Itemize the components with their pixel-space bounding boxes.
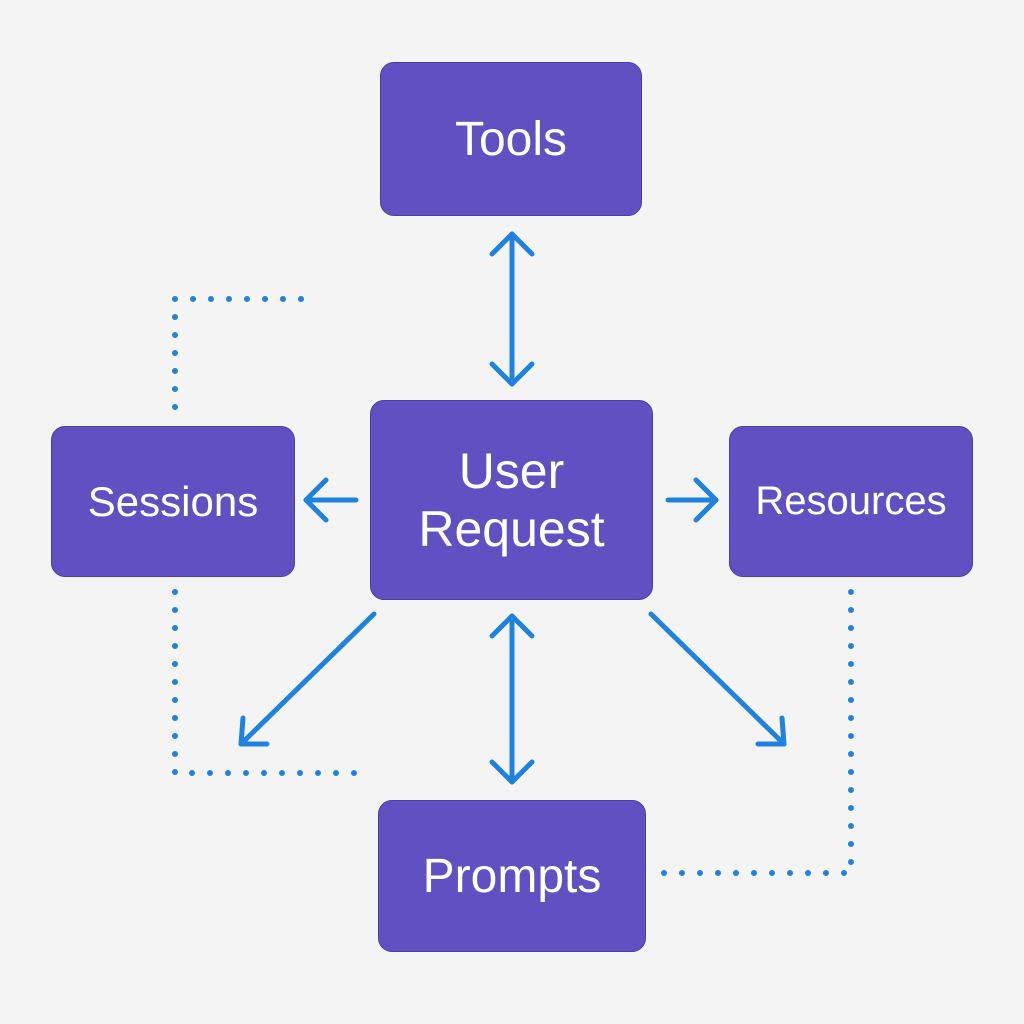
prompts-label: Prompts [422,849,602,903]
sessions-node[interactable]: Sessions [51,426,295,577]
resources-prompts-dotted-line [660,589,854,876]
user-bottom-left-arrow [238,611,377,747]
resources-node[interactable]: Resources [729,426,973,577]
user-request-label-line2: Request [418,501,605,557]
user-resources-arrow [665,477,719,523]
sessions-dotted-bottom-line [172,589,358,776]
tools-user-double-arrow [489,231,535,387]
sessions-label: Sessions [87,477,259,525]
user-bottom-right-arrow [648,611,787,747]
user-request-label-line1: User [458,443,565,499]
tools-label: Tools [454,112,568,166]
tools-node[interactable]: Tools [380,62,642,216]
prompts-node[interactable]: Prompts [378,800,646,952]
user-prompts-double-arrow [489,613,535,785]
sessions-dotted-top-line [172,296,318,410]
user-request-node[interactable]: User Request [370,400,653,600]
user-sessions-arrow [303,477,359,523]
resources-label: Resources [755,479,947,523]
